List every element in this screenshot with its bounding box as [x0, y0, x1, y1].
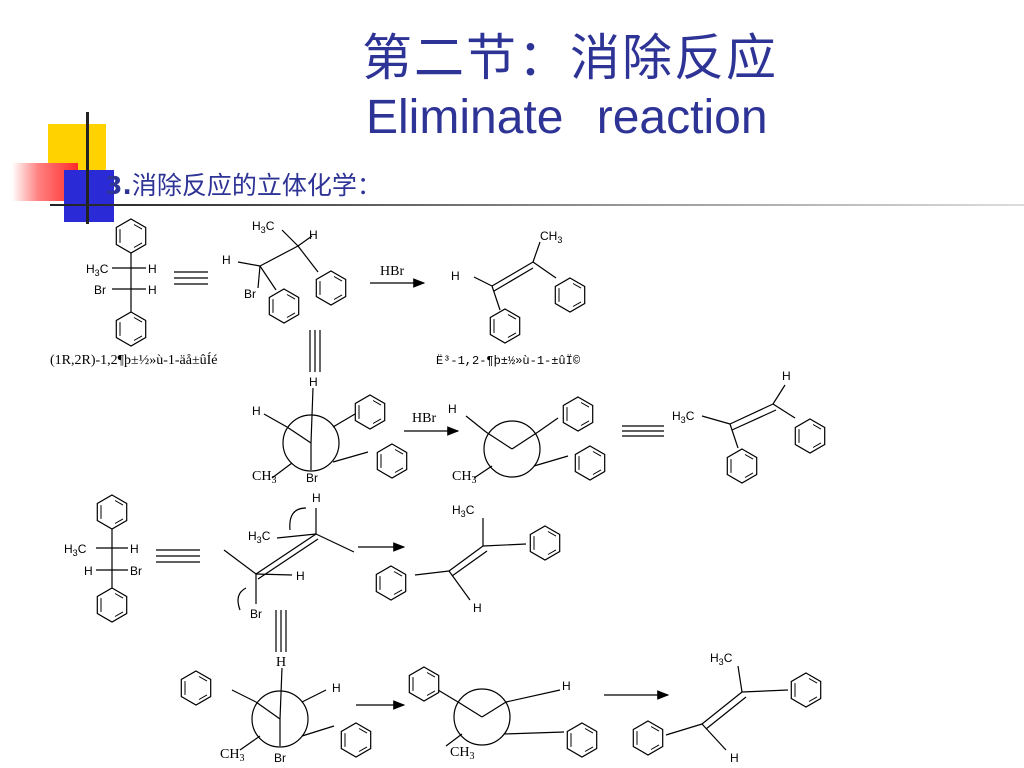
label-h: H — [562, 679, 571, 693]
benzene-ring-top — [96, 494, 128, 530]
benzene-ring — [562, 396, 594, 432]
benzene-ring — [354, 394, 386, 430]
label-h: H — [473, 601, 482, 615]
label-br: Br — [94, 283, 106, 297]
section-heading: 3.消除反应的立体化学： — [105, 166, 382, 202]
benzene-ring — [180, 670, 212, 706]
benzene-ring — [574, 445, 606, 481]
benzene-ring — [554, 277, 586, 313]
label-h: H — [84, 564, 93, 578]
slide-title-chinese: 第二节：消除反应 — [362, 29, 778, 87]
benzene-ring-top — [115, 218, 147, 254]
label-h3c: H3C — [452, 503, 475, 519]
label-h: H — [332, 681, 341, 695]
slide-title-english: Eliminate reaction — [366, 91, 768, 144]
benzene-ring — [376, 443, 408, 479]
label-h: H — [782, 369, 791, 383]
label-h: H — [130, 542, 139, 556]
label-h: H — [276, 655, 286, 670]
label-h: H — [252, 404, 261, 418]
label-h3c: H3C — [252, 219, 275, 235]
benzene-ring — [489, 308, 521, 344]
benzene-ring — [340, 722, 372, 758]
section-number: 3. — [105, 171, 132, 200]
label-h: H — [148, 262, 157, 276]
label-br: Br — [250, 607, 262, 621]
label-h: H — [309, 228, 318, 242]
label-br: Br — [244, 287, 256, 301]
benzene-ring — [529, 525, 561, 561]
label-h: H — [222, 253, 231, 267]
label-ch3: CH3 — [220, 747, 244, 764]
label-h: H — [296, 569, 305, 583]
label-h: H — [148, 283, 157, 297]
benzene-ring — [726, 448, 758, 484]
label-h3c: H3C — [710, 651, 733, 667]
benzene-ring — [794, 418, 826, 454]
benzene-ring — [790, 672, 822, 708]
label-h: H — [451, 269, 460, 283]
reagent-hbr: HBr — [380, 264, 404, 279]
decor-horizontal-line — [50, 204, 1024, 206]
label-br: Br — [274, 751, 286, 765]
label-ch3: CH3 — [450, 745, 474, 762]
label-ch3: CH3 — [252, 469, 276, 486]
decor-blue-square — [64, 170, 114, 222]
label-br: Br — [130, 564, 142, 578]
section-heading-text: 消除反应的立体化学： — [131, 171, 382, 200]
product-name: Ë³-1,2-¶þ±½»ù-1-±ûÏ© — [436, 354, 581, 368]
label-h: H — [309, 375, 318, 389]
label-h3c: H3C — [86, 262, 109, 278]
reagent-hbr: HBr — [412, 411, 436, 426]
benzene-ring — [566, 722, 598, 758]
label-h3c: H3C — [248, 529, 271, 545]
label-h: H — [312, 491, 321, 505]
decor-vertical-line — [86, 112, 89, 224]
benzene-ring-bottom — [115, 311, 147, 347]
benzene-ring-bottom — [96, 587, 128, 623]
label-br: Br — [306, 471, 318, 485]
label-h3c: H3C — [672, 409, 695, 425]
benzene-ring — [408, 666, 440, 702]
benzene-ring — [375, 565, 407, 601]
benzene-ring — [268, 288, 300, 324]
label-ch3: CH3 — [540, 229, 562, 245]
label-h: H — [448, 402, 457, 416]
benzene-ring — [632, 720, 664, 756]
label-h: H — [730, 751, 739, 765]
label-h3c: H3C — [64, 542, 87, 558]
reactant-name: (1R,2R)-1,2¶þ±½»ù-1-äå±ûÍé — [50, 351, 218, 368]
label-ch3: CH3 — [452, 469, 476, 486]
benzene-ring — [315, 270, 347, 306]
